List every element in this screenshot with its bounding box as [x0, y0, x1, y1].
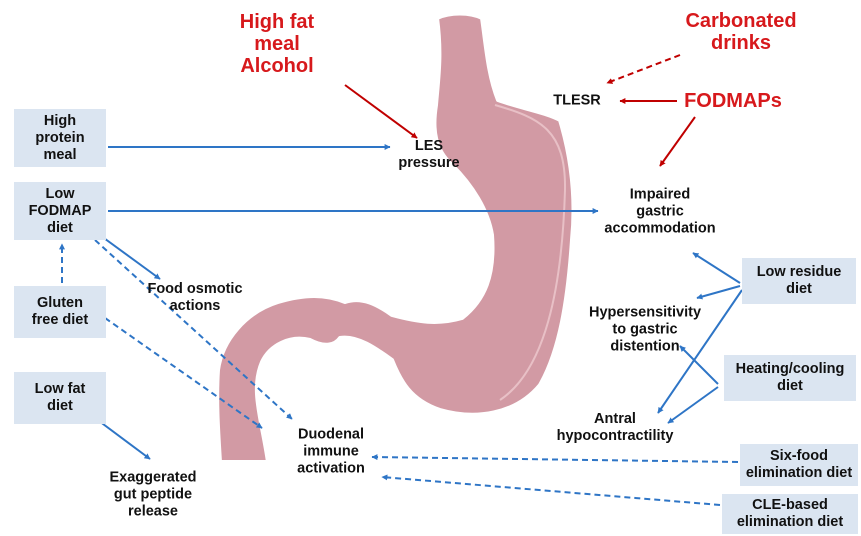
- arrow-residue-to-hypersensitivity: [697, 286, 740, 298]
- arrow-lowfat-to-peptide: [95, 418, 150, 459]
- mechanism-gastric-accommodation: Impaired gastric accommodation: [604, 187, 715, 238]
- mechanism-antral-hypocontractility: Antral hypocontractility: [557, 411, 674, 445]
- diet-low-fat: Low fat diet: [14, 372, 106, 424]
- mechanism-food-osmotic: Food osmotic actions: [147, 281, 242, 315]
- trigger-carbonated-drinks: Carbonated drinks: [671, 10, 811, 54]
- arrow-cle-to-duodenal: [382, 477, 720, 505]
- trigger-high-fat-alcohol: High fat meal Alcohol: [222, 11, 332, 77]
- mechanism-tlesr: TLESR: [553, 93, 601, 110]
- arrow-heating-to-antral: [668, 387, 718, 423]
- arrow-fodmaps-to-accommodation: [660, 117, 695, 166]
- arrow-fodmapdiet-to-osmotic: [97, 233, 160, 279]
- diet-low-fodmap: Low FODMAP diet: [14, 182, 106, 240]
- arrow-carbonated-to-tlesr: [607, 55, 680, 83]
- stomach-illustration: [217, 14, 573, 463]
- diet-low-residue: Low residue diet: [742, 258, 856, 304]
- arrow-highfat-to-les: [345, 85, 417, 138]
- diet-gluten-free: Gluten free diet: [14, 286, 106, 338]
- diet-high-protein-meal: High protein meal: [14, 109, 106, 167]
- diet-six-food-elimination: Six-food elimination diet: [740, 444, 858, 486]
- mechanism-gut-peptide: Exaggerated gut peptide release: [109, 470, 196, 521]
- diet-cle-based-elimination: CLE-based elimination diet: [722, 494, 858, 534]
- arrow-sixfood-to-duodenal: [372, 457, 738, 462]
- mechanism-les-pressure: LES pressure: [398, 138, 459, 172]
- diet-heating-cooling: Heating/cooling diet: [724, 355, 856, 401]
- mechanism-duodenal-immune: Duodenal immune activation: [297, 427, 365, 478]
- arrow-residue-to-accommodation: [693, 253, 740, 283]
- trigger-fodmaps: FODMAPs: [678, 90, 788, 112]
- mechanism-hypersensitivity: Hypersensitivity to gastric distention: [589, 305, 701, 356]
